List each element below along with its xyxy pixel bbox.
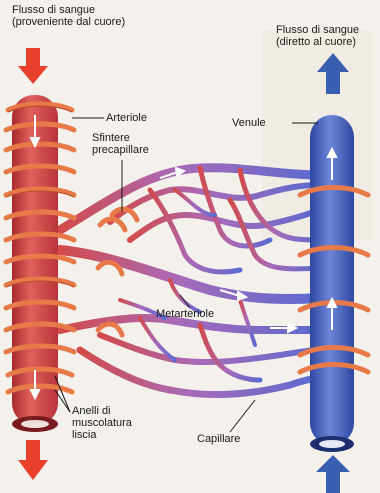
smooth-muscle-label: Anelli di muscolatura liscia — [72, 405, 132, 441]
sphincter-label-line2: precapillare — [92, 144, 149, 156]
smooth-muscle-label-line1: Anelli di — [72, 405, 132, 417]
outflow-label-line1: Flusso di sangue — [276, 24, 359, 36]
outflow-label-line2: (diretto al cuore) — [276, 36, 359, 48]
venule-label: Venule — [232, 117, 266, 129]
smooth-muscle-label-line3: liscia — [72, 429, 132, 441]
outflow-label: Flusso di sangue (diretto al cuore) — [276, 24, 359, 48]
inflow-label-line1: Flusso di sangue — [12, 4, 125, 16]
smooth-muscle-label-line2: muscolatura — [72, 417, 132, 429]
metarteriole-label: Metarteriole — [156, 308, 214, 320]
sphincter-label: Sfintere precapillare — [92, 132, 149, 156]
inflow-label: Flusso di sangue (proveniente dal cuore) — [12, 4, 125, 28]
capillary-label: Capillare — [197, 433, 240, 445]
arteriole-label: Arteriole — [106, 112, 147, 124]
inflow-label-line2: (proveniente dal cuore) — [12, 16, 125, 28]
sphincter-label-line1: Sfintere — [92, 132, 149, 144]
